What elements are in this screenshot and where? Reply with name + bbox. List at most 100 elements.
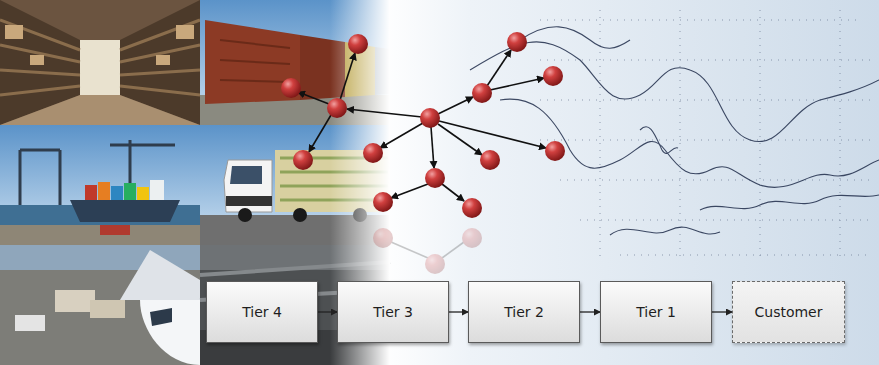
airport-photo xyxy=(90,300,125,318)
warehouse-photo xyxy=(176,25,194,39)
port-photo xyxy=(98,182,110,200)
box-label: Tier 4 xyxy=(242,304,282,320)
network-reflection xyxy=(425,254,445,274)
network-arrow xyxy=(391,184,428,198)
network-sphere xyxy=(507,32,527,52)
network-sphere xyxy=(543,66,563,86)
airport-photo xyxy=(0,245,200,365)
port-photo xyxy=(0,125,200,245)
chart-grid xyxy=(540,60,870,61)
chart-trace xyxy=(470,42,879,142)
warehouse-photo xyxy=(5,25,23,39)
box-label: Tier 1 xyxy=(636,304,676,320)
tier-box: Tier 1 xyxy=(600,281,712,343)
network-arrow xyxy=(487,50,511,86)
network-sphere xyxy=(373,192,393,212)
port-photo xyxy=(85,185,97,200)
network-sphere xyxy=(363,143,383,163)
port-photo xyxy=(124,183,136,200)
network-sphere xyxy=(425,168,445,188)
network-arrow xyxy=(439,121,546,148)
airport-photo xyxy=(150,308,172,326)
port-photo xyxy=(111,186,123,200)
network-arrow xyxy=(442,184,464,201)
network-arrow xyxy=(347,109,422,117)
network-reflection xyxy=(391,242,428,258)
network-arrow xyxy=(340,53,355,100)
network-reflection xyxy=(373,228,482,274)
airport-photo xyxy=(120,250,200,300)
network-sphere xyxy=(462,198,482,218)
chart-grid xyxy=(620,255,870,256)
warehouse-photo xyxy=(30,55,44,65)
chart-trace xyxy=(640,127,678,154)
port-photo xyxy=(0,125,200,245)
warehouse-photo xyxy=(120,20,200,95)
chart-grid xyxy=(760,10,761,260)
network-arrow xyxy=(298,92,329,104)
airport-photo xyxy=(55,290,95,312)
network-arrow xyxy=(380,123,423,148)
port-photo xyxy=(150,180,164,200)
airport-photo xyxy=(0,245,200,365)
network-sphere xyxy=(472,83,492,103)
chart-grid xyxy=(680,10,681,260)
warehouse-photo xyxy=(0,95,200,125)
chart-grid xyxy=(540,140,870,141)
network-sphere xyxy=(480,150,500,170)
warehouse-photo xyxy=(80,40,120,95)
chart-trace xyxy=(520,27,630,48)
warehouse-photo xyxy=(156,55,170,65)
chart-grid xyxy=(840,10,841,260)
network-arrow xyxy=(309,115,331,152)
chart-background xyxy=(380,0,879,365)
chart-grid xyxy=(580,220,870,221)
network-sphere xyxy=(327,98,347,118)
train-photo xyxy=(220,40,290,82)
port-photo xyxy=(70,200,180,222)
network-sphere xyxy=(281,78,301,98)
port-photo xyxy=(20,150,60,205)
truck-photo xyxy=(230,166,262,184)
tier-box: Tier 2 xyxy=(468,281,580,343)
network-reflection xyxy=(462,228,482,248)
network-arrow xyxy=(298,50,546,201)
network-arrow xyxy=(438,97,473,114)
box-label: Tier 3 xyxy=(373,304,413,320)
network-reflection xyxy=(442,242,464,258)
box-label: Tier 2 xyxy=(504,304,544,320)
network-arrow xyxy=(438,124,482,155)
network-arrow xyxy=(431,127,434,168)
network-sphere xyxy=(420,108,440,128)
warehouse-photo xyxy=(0,0,200,125)
network-sphere xyxy=(545,141,565,161)
network-reflection xyxy=(373,228,393,248)
port-photo xyxy=(137,187,149,200)
flow-arrow xyxy=(449,311,468,312)
network-sphere xyxy=(293,150,313,170)
flow-arrow xyxy=(712,311,732,312)
chart-grid xyxy=(560,180,870,181)
chart-grid xyxy=(600,10,601,260)
chart-trace xyxy=(700,195,879,210)
tier-box: Tier 3 xyxy=(337,281,449,343)
chart-trace xyxy=(470,27,879,235)
customer-box: Customer xyxy=(732,281,845,343)
chart-trace xyxy=(500,99,879,187)
chart-grid xyxy=(540,20,860,21)
truck-photo xyxy=(293,208,307,222)
chart-trace xyxy=(610,227,720,235)
truck-photo xyxy=(224,160,272,212)
box-label: Customer xyxy=(754,304,822,320)
port-photo xyxy=(100,225,130,235)
warehouse-photo xyxy=(0,20,80,95)
chart-background xyxy=(380,0,879,365)
network-arrow xyxy=(490,78,544,90)
airport-photo xyxy=(140,300,200,365)
port-photo xyxy=(0,225,200,245)
truck-photo xyxy=(226,196,272,206)
chart-grid xyxy=(540,10,870,260)
warehouse-photo xyxy=(0,0,200,125)
network-sphere xyxy=(348,34,368,54)
